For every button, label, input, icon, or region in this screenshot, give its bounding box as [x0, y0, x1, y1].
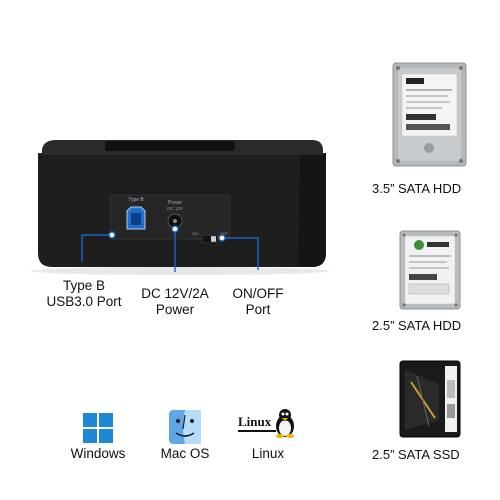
drive-label-ssd-25: 2.5” SATA SSD	[372, 447, 460, 462]
windows-logo-icon	[82, 412, 114, 444]
callout-line-type-b	[81, 234, 112, 262]
callout-dc-line2: Power	[155, 302, 195, 317]
switch-off-label: OFF	[220, 231, 228, 236]
hdd-35-image	[392, 62, 467, 167]
os-label-linux: Linux	[251, 446, 285, 461]
callout-dot-dc	[171, 225, 179, 233]
callout-dc-power: DC 12V/2A Power	[130, 286, 220, 318]
callout-switch-line1: ON/OFF	[232, 286, 284, 301]
callout-switch: ON/OFF Port	[222, 286, 294, 318]
drive-label-hdd-35: 3.5” SATA HDD	[372, 181, 462, 196]
usb-type-b-port	[125, 205, 147, 231]
callout-line-switch	[222, 237, 259, 270]
linux-logo-underline	[238, 430, 276, 432]
callout-type-b-line1: Type B	[62, 278, 106, 293]
drive-label-hdd-25: 2.5” SATA HDD	[372, 318, 462, 333]
hdd-35-icon	[392, 62, 467, 167]
windows-logo-svg	[83, 413, 113, 443]
hdd-25-image	[399, 230, 461, 310]
linux-logo-text: Linux	[238, 414, 272, 429]
hdd-25-icon	[399, 230, 461, 310]
callout-switch-line2: Port	[245, 302, 271, 317]
power-sub-label-small: DC 12V	[167, 206, 183, 211]
mac-finder-icon	[168, 409, 202, 445]
tux-penguin-icon	[276, 409, 294, 438]
mac-finder-svg	[169, 410, 201, 444]
switch-on-label: ON	[192, 231, 198, 236]
os-label-windows: Windows	[70, 446, 126, 461]
callout-dot-type-b	[108, 231, 116, 239]
ssd-25-image	[399, 360, 461, 438]
ssd-25-icon	[399, 360, 461, 438]
power-label-small: Power	[167, 200, 183, 206]
dc-jack-icon	[167, 213, 183, 229]
callout-dc-line1: DC 12V/2A	[141, 286, 209, 301]
linux-tux-icon: Linux	[238, 408, 296, 446]
callout-dot-switch	[218, 234, 226, 242]
callout-type-b-line2: USB3.0 Port	[46, 294, 122, 309]
dc-power-jack	[167, 213, 183, 229]
callout-type-b: Type B USB3.0 Port	[40, 278, 128, 310]
port-label-small: Type B	[128, 197, 144, 203]
os-label-mac: Mac OS	[160, 446, 210, 461]
usb-port-icon	[126, 206, 146, 230]
